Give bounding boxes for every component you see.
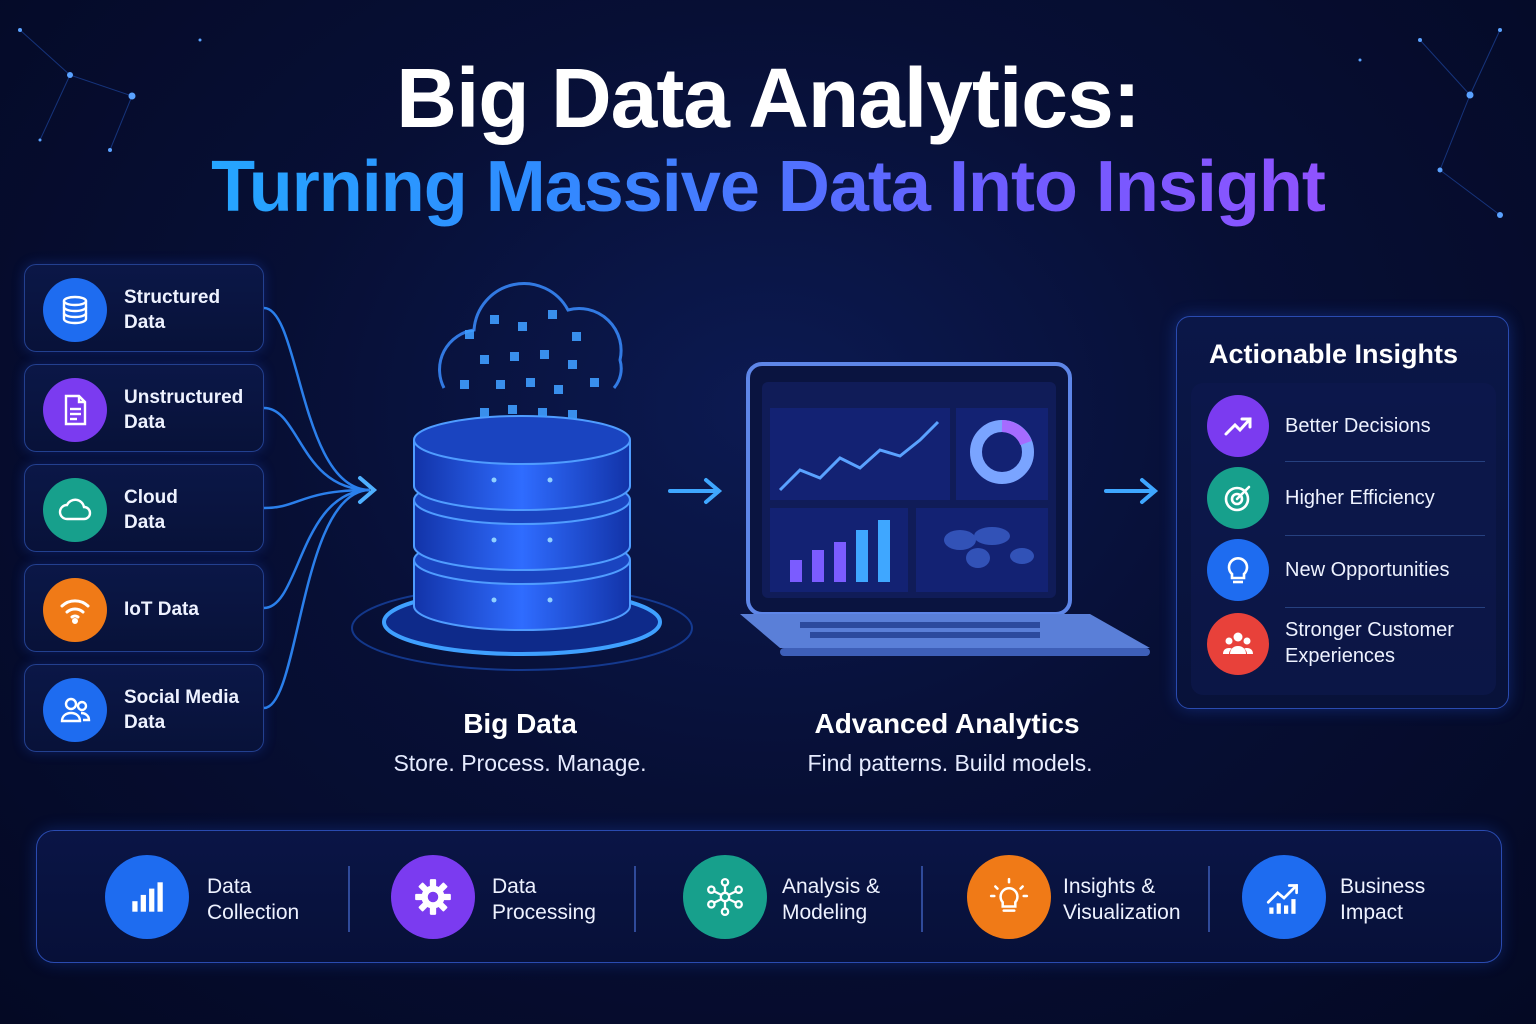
divider [1285, 607, 1485, 608]
group-icon [1207, 613, 1269, 675]
page-subtitle: Turning Massive Data Into Insight [0, 146, 1536, 228]
gear-icon [391, 855, 475, 939]
users-icon [43, 678, 107, 742]
source-label: IoT Data [124, 599, 199, 620]
growth-chart-icon [1242, 855, 1326, 939]
insight-label: Higher Efficiency [1285, 487, 1435, 509]
insight-item-better-decisions: Better Decisions [1191, 391, 1496, 461]
divider [634, 866, 636, 932]
big-data-database-illustration [351, 282, 693, 671]
insight-label: Better Decisions [1285, 415, 1431, 437]
divider [921, 866, 923, 932]
document-icon [43, 378, 107, 442]
arrow-right-icon [668, 478, 723, 504]
lightbulb-icon [1207, 539, 1269, 601]
insight-item-new-opportunities: New Opportunities [1191, 537, 1496, 607]
database-icon [43, 278, 107, 342]
actionable-insights-panel: Actionable Insights Better Decisions Hig… [1176, 316, 1509, 709]
step-label: Insights &Visualization [1063, 875, 1181, 924]
divider [1285, 535, 1485, 536]
insights-title: Actionable Insights [1209, 339, 1459, 369]
source-card-iot-data: IoT Data [24, 564, 264, 652]
insight-item-higher-efficiency: Higher Efficiency [1191, 463, 1496, 533]
insights-list: Better Decisions Higher Efficiency New O… [1191, 383, 1496, 695]
divider [348, 866, 350, 932]
page-title: Big Data Analytics: [396, 51, 1140, 145]
big-data-subtitle: Store. Process. Manage. [393, 750, 647, 776]
analytics-title: Advanced Analytics [814, 708, 1080, 739]
trend-up-icon [1207, 395, 1269, 457]
step-label: Analysis &Modeling [782, 875, 881, 924]
divider [1285, 461, 1485, 462]
lightbulb-icon [967, 855, 1051, 939]
analytics-laptop-illustration [740, 362, 1150, 656]
divider [1208, 866, 1210, 932]
bar-chart-icon [105, 855, 189, 939]
source-connectors [263, 306, 378, 710]
arrow-right-icon [1104, 478, 1159, 504]
big-data-title: Big Data [463, 708, 577, 739]
wifi-icon [43, 578, 107, 642]
insight-label: New Opportunities [1285, 559, 1450, 581]
analytics-subtitle: Find patterns. Build models. [807, 750, 1093, 776]
cloud-icon [43, 478, 107, 542]
network-icon [683, 855, 767, 939]
target-icon [1207, 467, 1269, 529]
